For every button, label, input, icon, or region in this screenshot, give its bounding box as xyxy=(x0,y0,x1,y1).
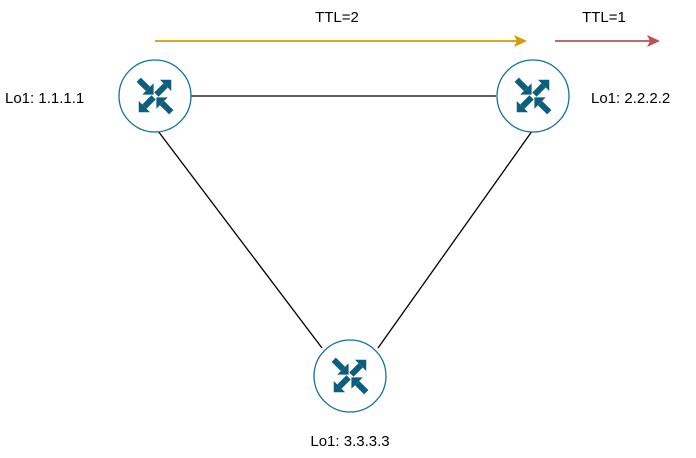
link-r1-r3 xyxy=(154,126,323,349)
ttl1-arrow xyxy=(555,35,660,47)
ttl2-label: TTL=2 xyxy=(315,9,359,26)
ttl1-label: TTL=1 xyxy=(582,9,626,26)
router-r2[interactable] xyxy=(496,59,570,133)
link-r2-r3 xyxy=(377,126,536,349)
ttl2-arrow xyxy=(155,35,527,47)
router-icon xyxy=(313,339,387,413)
router-r3-label: Lo1: 3.3.3.3 xyxy=(310,433,389,450)
router-icon xyxy=(118,59,192,133)
router-icon xyxy=(496,59,570,133)
router-r1-label: Lo1: 1.1.1.1 xyxy=(5,90,84,107)
router-r3[interactable] xyxy=(313,339,387,413)
router-r1[interactable] xyxy=(118,59,192,133)
router-r2-label: Lo1: 2.2.2.2 xyxy=(591,90,670,107)
